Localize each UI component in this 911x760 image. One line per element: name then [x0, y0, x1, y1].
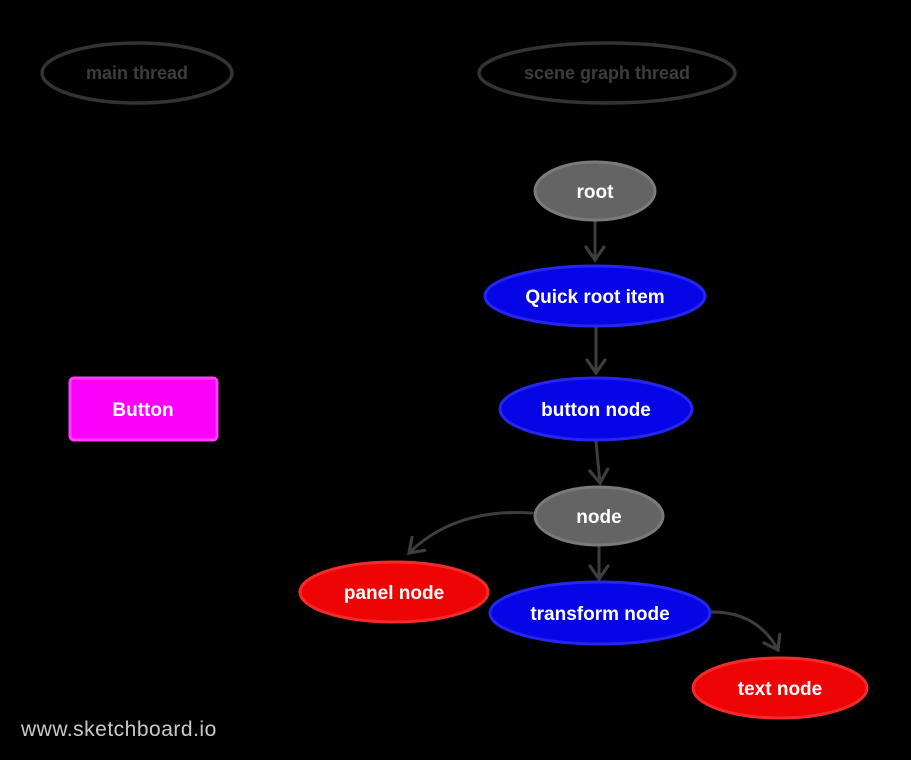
node-root[interactable]: root	[533, 160, 657, 222]
node-button-node[interactable]: button node	[498, 376, 694, 442]
node-transform-node[interactable]: transform node	[488, 580, 712, 646]
quick-root-item-label: Quick root item	[525, 287, 664, 308]
button-rect[interactable]	[68, 376, 219, 442]
edge-transform-node-to-text-node[interactable]	[708, 610, 782, 653]
button-node-label: button node	[541, 400, 651, 421]
scene-graph-thread-label: scene graph thread	[524, 63, 690, 83]
transform-node-ellipse[interactable]	[488, 580, 712, 646]
edge-node-to-panel-node[interactable]	[406, 511, 534, 555]
node-text-node[interactable]: text node	[691, 656, 869, 720]
button-label: Button	[112, 400, 173, 421]
panel-node-label: panel node	[344, 583, 444, 604]
lane-scene-graph-thread[interactable]: scene graph thread	[477, 41, 737, 105]
node-quick-root-item[interactable]: Quick root item	[483, 264, 707, 328]
node-panel-node[interactable]: panel node	[298, 560, 490, 624]
root-ellipse[interactable]	[533, 160, 657, 222]
text-node-ellipse[interactable]	[691, 656, 869, 720]
edge-button-node-to-node[interactable]	[588, 440, 610, 486]
quick-root-item-ellipse[interactable]	[483, 264, 707, 328]
node-ellipse[interactable]	[533, 485, 665, 547]
button-node-ellipse[interactable]	[498, 376, 694, 442]
text-node-label: text node	[738, 679, 822, 700]
panel-node-ellipse[interactable]	[298, 560, 490, 624]
main-thread-ellipse[interactable]	[40, 41, 234, 105]
root-label: root	[577, 182, 615, 203]
sketchboard-watermark: www.sketchboard.io	[20, 718, 217, 741]
transform-node-label: transform node	[530, 604, 669, 625]
shape-button[interactable]: Button	[68, 376, 219, 442]
node-node[interactable]: node	[533, 485, 665, 547]
node-label: node	[576, 507, 621, 528]
main-thread-label: main thread	[86, 63, 188, 83]
scene-graph-thread-ellipse[interactable]	[477, 41, 737, 105]
lane-main-thread[interactable]: main thread	[40, 41, 234, 105]
